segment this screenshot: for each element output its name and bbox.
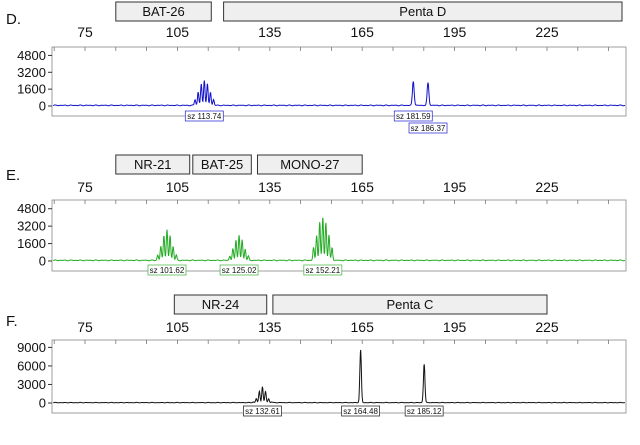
x-tick-label: 165	[351, 179, 375, 195]
x-tick-label: 75	[77, 319, 93, 335]
x-tick-label: 75	[77, 179, 93, 195]
y-tick-label: 4800	[17, 48, 46, 63]
peak-size-box	[219, 264, 259, 276]
locus-label: Penta C	[386, 297, 433, 312]
peak-size-label: sz 101.62	[150, 266, 185, 275]
y-tick-label: 9000	[17, 340, 46, 355]
peak-size-label: sz 132.61	[245, 407, 280, 416]
peak-size-label: sz 152.21	[305, 266, 340, 275]
locus-box	[192, 154, 252, 175]
peak-size-box	[303, 264, 343, 276]
panel-label: D.	[6, 11, 21, 28]
plot-frame	[51, 339, 627, 414]
chart-panel-f: F. NR-24 Penta C 75 105 135 165 195 225 0 3000 6000…	[6, 294, 627, 417]
x-tick-label: 195	[443, 179, 467, 195]
locus-label: BAT-25	[201, 157, 243, 172]
plot-frame	[51, 46, 627, 117]
peak-size-box	[184, 110, 224, 122]
peak-size-label: sz 185.12	[407, 407, 442, 416]
x-tick-label: 165	[351, 319, 375, 335]
locus-label: NR-24	[202, 297, 240, 312]
peak-size-box	[147, 264, 187, 276]
y-tick-label: 0	[39, 396, 46, 411]
locus-box	[115, 154, 191, 175]
peak-size-box	[393, 110, 433, 122]
y-tick-label: 1600	[17, 82, 46, 97]
y-tick-label: 3000	[17, 377, 46, 392]
peak-size-label: sz 113.74	[187, 112, 222, 121]
locus-box	[173, 294, 268, 315]
locus-box	[272, 294, 548, 315]
peak-size-label: sz 164.48	[343, 407, 378, 416]
locus-label: BAT-26	[142, 4, 184, 19]
peak-size-label: sz 186.37	[411, 124, 446, 133]
x-tick-label: 165	[351, 24, 375, 40]
x-tick-label: 135	[258, 319, 282, 335]
x-tick-label: 225	[535, 319, 559, 335]
locus-box	[256, 154, 363, 175]
x-tick-label: 75	[77, 24, 93, 40]
x-tick-label: 105	[166, 24, 190, 40]
y-tick-label: 3200	[17, 65, 46, 80]
x-tick-label: 195	[443, 319, 467, 335]
peak-size-label: sz 181.59	[396, 112, 431, 121]
locus-label: NR-21	[134, 157, 172, 172]
signal-trace	[53, 349, 626, 404]
signal-trace	[52, 217, 626, 262]
peak-size-box	[408, 122, 448, 134]
locus-label: Penta D	[399, 4, 446, 19]
x-tick-label: 225	[535, 179, 559, 195]
y-tick-label: 1600	[17, 236, 46, 251]
panel-label: F.	[6, 313, 18, 330]
chart-panel-e: E. NR-21 BAT-25 MONO-27 75 105 135 165 195 225 0 16…	[6, 154, 627, 276]
peak-size-box	[341, 405, 380, 417]
panel-label: E.	[6, 167, 20, 184]
y-tick-label: 6000	[17, 358, 46, 373]
x-tick-label: 195	[443, 24, 467, 40]
peak-size-box	[243, 405, 282, 417]
signal-trace	[52, 80, 626, 107]
x-tick-label: 225	[535, 24, 559, 40]
x-tick-label: 135	[258, 179, 282, 195]
peak-size-label: sz 125.02	[222, 266, 257, 275]
x-tick-label: 105	[166, 319, 190, 335]
y-tick-label: 0	[39, 254, 46, 269]
locus-box	[223, 1, 623, 22]
x-tick-label: 135	[258, 24, 282, 40]
chart-panel-d: D. BAT-26 Penta D 75 105 135 165 195 225 0 1600 320…	[6, 1, 627, 134]
peak-size-box	[404, 405, 444, 417]
x-tick-label: 105	[166, 179, 190, 195]
locus-label: MONO-27	[280, 157, 339, 172]
y-tick-label: 4800	[17, 201, 46, 216]
y-tick-label: 0	[39, 99, 46, 114]
y-tick-label: 3200	[17, 219, 46, 234]
locus-box	[115, 1, 212, 22]
